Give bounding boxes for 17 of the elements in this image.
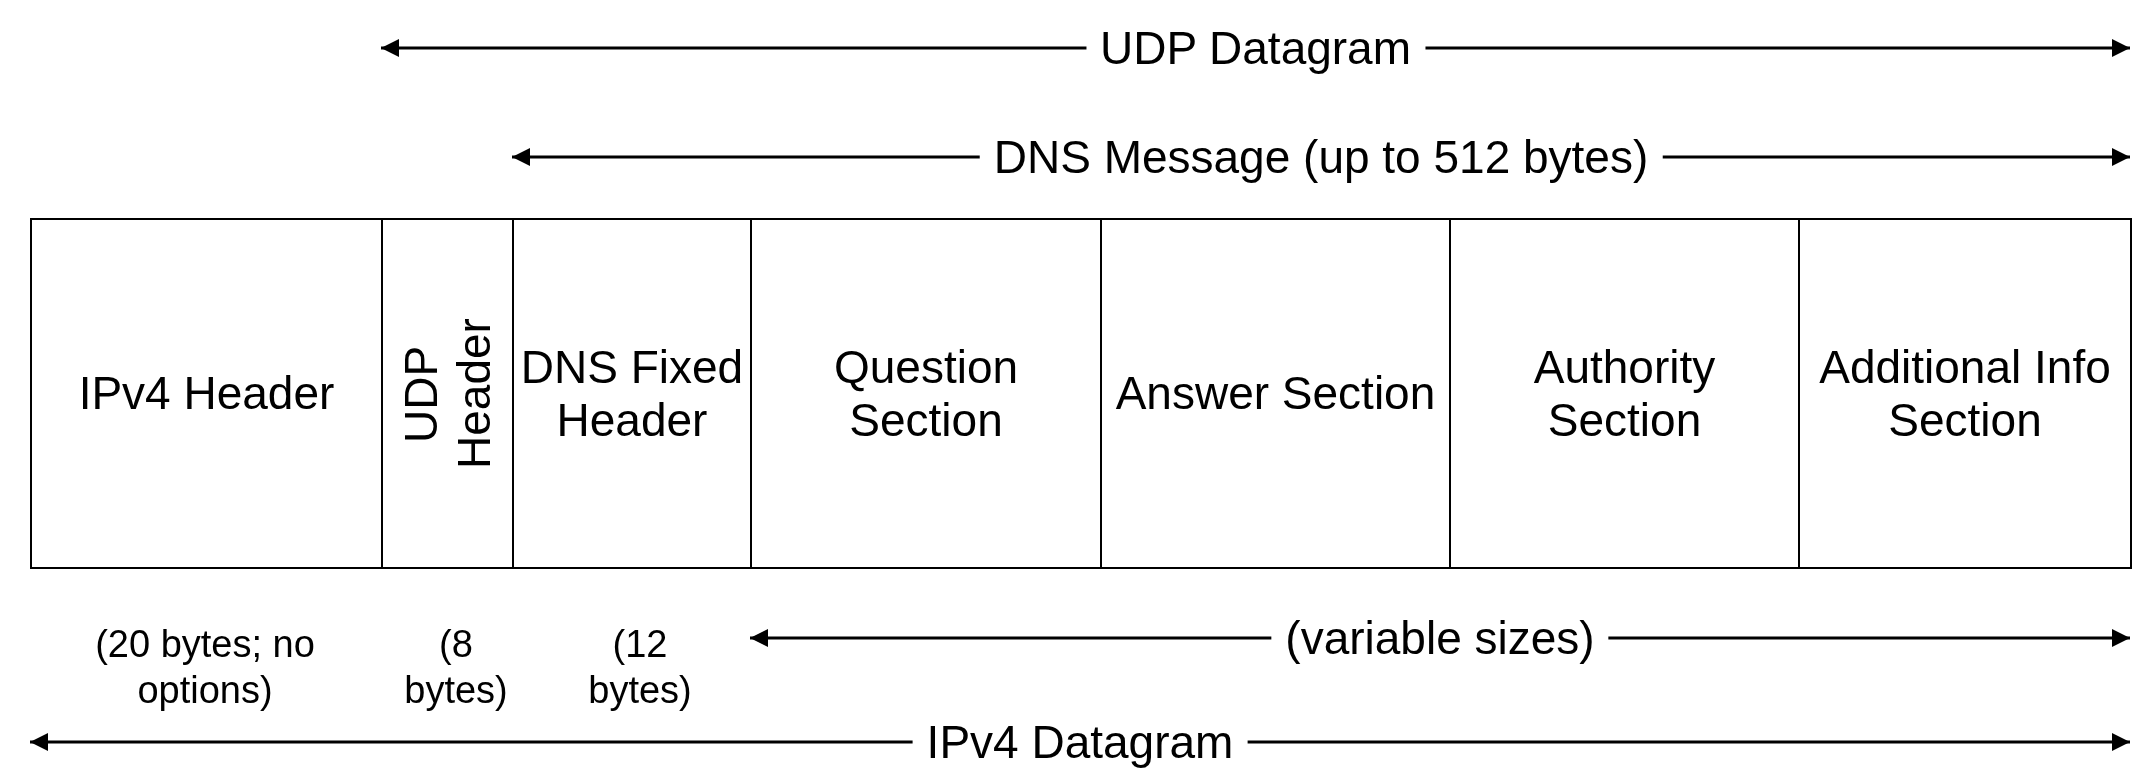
field-label: Additional Info Section [1818,340,2112,447]
field-label: Question Section [832,340,1020,447]
field-label: DNS Fixed Header [519,340,745,447]
field-label: Answer Section [1115,367,1436,420]
field-box [512,218,752,569]
field-label: IPv4 Header [78,367,335,420]
field-box [30,218,383,569]
byte-size-note: (8 bytes) [403,622,509,713]
byte-size-note: (20 bytes; no options) [94,622,316,713]
field-box [1449,218,1800,569]
field-box [1798,218,2132,569]
field-box [750,218,1102,569]
field-box [1100,218,1451,569]
field-label: Authority Section [1532,340,1717,447]
field-box [381,218,514,569]
byte-size-note: (12 bytes) [587,622,693,713]
field-label: UDP Header [394,317,501,471]
